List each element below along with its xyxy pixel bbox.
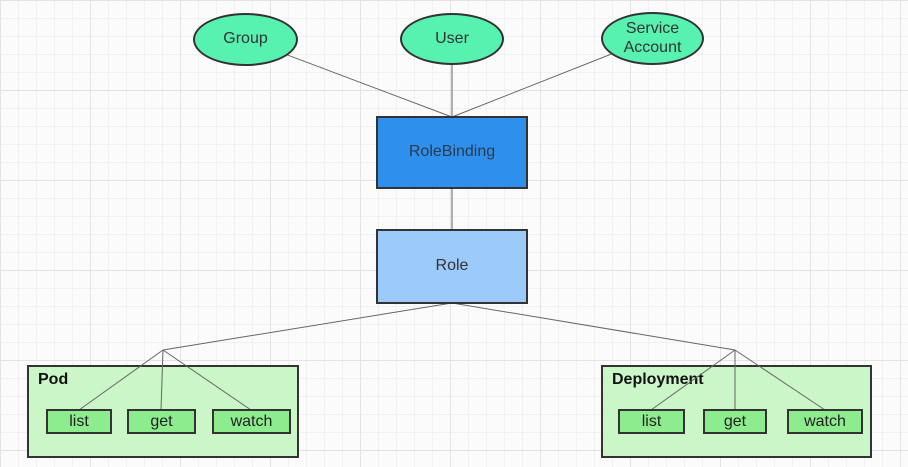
deployment-verb-watch[interactable]: watch <box>787 409 863 434</box>
deployment-verb-get-label: get <box>723 412 747 430</box>
service-account-label: Service Account <box>623 20 682 56</box>
pod-verb-watch-label: watch <box>230 412 273 430</box>
pod-verb-get-label: get <box>150 412 173 430</box>
deployment-verb-list[interactable]: list <box>618 409 685 434</box>
pod-title: Pod <box>38 371 69 388</box>
connector <box>162 302 453 351</box>
connector <box>451 302 736 351</box>
user-label: User <box>435 29 469 47</box>
deployment-title: Deployment <box>612 371 704 388</box>
rolebinding-node[interactable]: RoleBinding <box>376 116 528 189</box>
pod-verb-watch[interactable]: watch <box>212 409 291 434</box>
role-label: Role <box>435 257 469 275</box>
pod-verb-get[interactable]: get <box>127 409 196 434</box>
deployment-verb-watch-label: watch <box>804 412 846 430</box>
rolebinding-label: RoleBinding <box>408 143 496 161</box>
role-node[interactable]: Role <box>376 229 528 304</box>
deployment-verb-list-label: list <box>641 412 662 430</box>
user-node[interactable]: User <box>400 13 504 65</box>
group-label: Group <box>223 30 268 48</box>
group-node[interactable]: Group <box>193 13 298 66</box>
service-account-node[interactable]: Service Account <box>601 12 704 65</box>
pod-verb-list-label: list <box>69 412 89 430</box>
deployment-verb-get[interactable]: get <box>703 409 767 434</box>
pod-verb-list[interactable]: list <box>46 409 112 434</box>
